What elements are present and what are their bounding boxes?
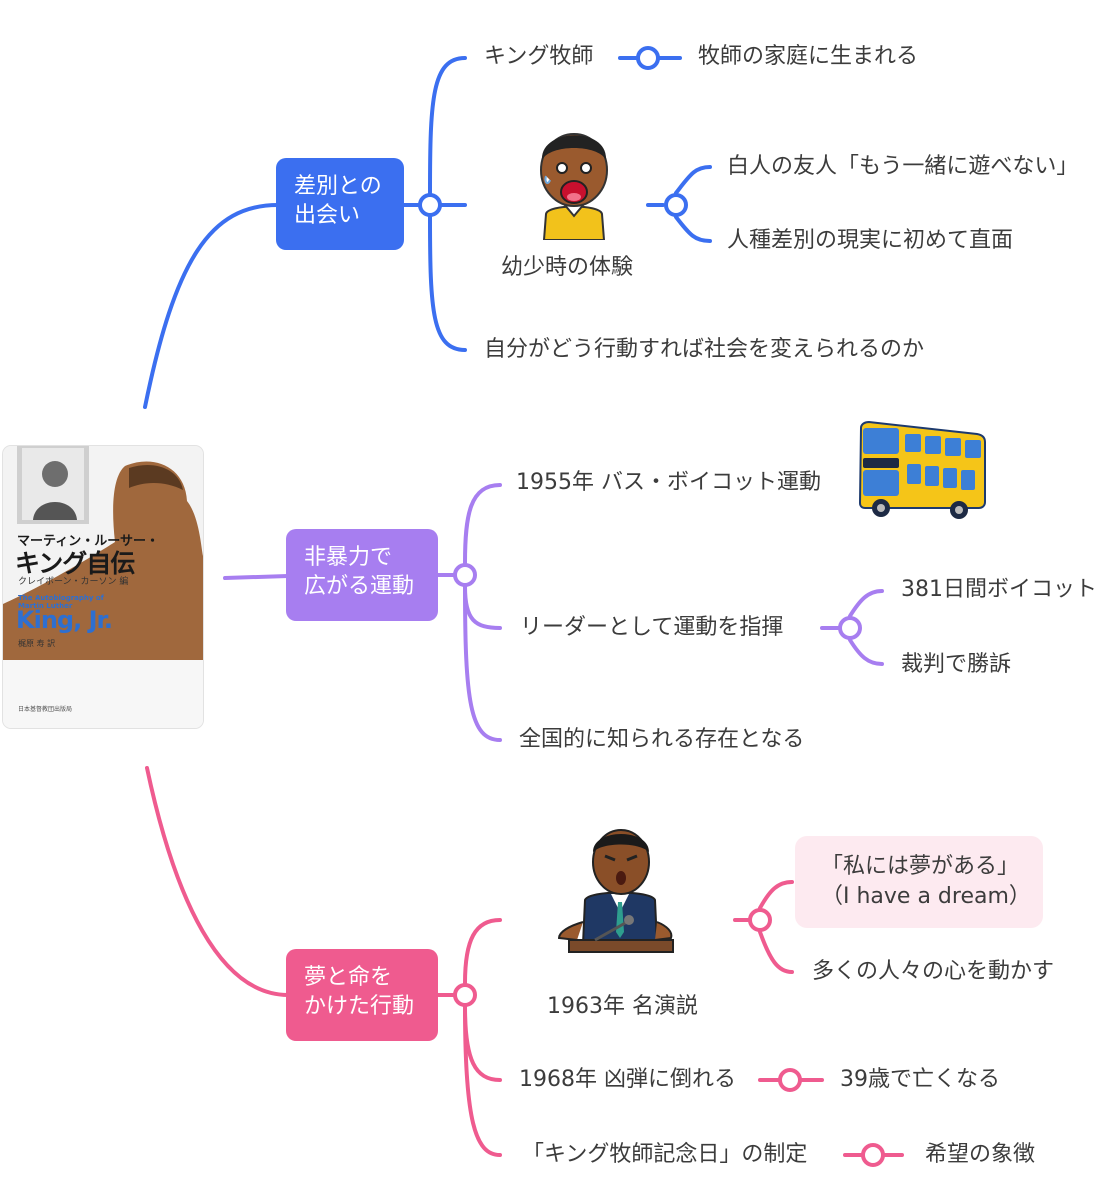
topic-born-pastor-family[interactable]: 牧師の家庭に生まれる [698, 44, 919, 69]
node-dot [453, 563, 477, 587]
topic-king[interactable]: キング牧師 [484, 44, 594, 69]
cover-translator: 梶原 寿 訳 [18, 639, 56, 648]
topic-nationally-known[interactable]: 全国的に知られる存在となる [519, 727, 805, 752]
topic-1963-speech[interactable]: 1963年 名演説 [547, 994, 698, 1019]
node-dot [861, 1143, 885, 1167]
topic-won-in-court[interactable]: 裁判で勝訴 [901, 652, 1012, 677]
quote-i-have-a-dream[interactable]: 「私には夢がある」 （I have a dream） [795, 836, 1043, 928]
quote-line-2: （I have a dream） [821, 884, 1031, 909]
node-dot [418, 193, 442, 217]
links-branch-3 [145, 766, 904, 1157]
quote-line-1: 「私には夢がある」 [821, 854, 1020, 879]
node-dot [636, 46, 660, 70]
links-branch-2 [223, 483, 884, 742]
branch-1-label[interactable]: 差別との 出会い [276, 158, 404, 250]
boy-surprised-icon [540, 133, 608, 240]
topic-first-faced-racism[interactable]: 人種差別の現実に初めて直面 [727, 228, 1014, 253]
topic-1968-shot[interactable]: 1968年 凶弾に倒れる [519, 1067, 736, 1092]
topic-381-days[interactable]: 381日間ボイコット [901, 577, 1097, 602]
topic-mlk-day[interactable]: 「キング牧師記念日」の制定 [522, 1142, 808, 1167]
branch-2-label-line2: 広がる運動 [304, 574, 415, 599]
node-dot [778, 1068, 802, 1092]
node-dot [748, 908, 772, 932]
branch-3-label[interactable]: 夢と命を かけた行動 [286, 949, 438, 1041]
topic-lead-movement[interactable]: リーダーとして運動を指揮 [520, 615, 784, 640]
branch-3-label-line2: かけた行動 [304, 994, 415, 1019]
topic-moved-many-hearts[interactable]: 多くの人々の心を動かす [812, 959, 1055, 984]
cover-title-small: マーティン・ルーサー・ [17, 534, 159, 549]
node-dot [838, 616, 862, 640]
cover-publisher: 日本基督教団出版局 [18, 706, 73, 713]
cover-english-line1: The Autobiography of [18, 594, 104, 602]
topic-white-friend[interactable]: 白人の友人「もう一緒に遊べない」 [727, 154, 1079, 179]
double-decker-bus-icon [858, 420, 986, 519]
branch-2-label-line1: 非暴力で [304, 545, 393, 570]
topic-how-to-change-society[interactable]: 自分がどう行動すれば社会を変えられるのか [484, 337, 925, 362]
cover-editor: クレイボーン・カーソン 編 [18, 577, 129, 587]
cover-english-big: King, Jr. [16, 606, 113, 634]
node-dot [664, 193, 688, 217]
topic-symbol-of-hope[interactable]: 希望の象徴 [925, 1142, 1036, 1167]
topic-bus-boycott[interactable]: 1955年 バス・ボイコット運動 [516, 470, 821, 495]
book-cover: マーティン・ルーサー・ キング自伝 クレイボーン・カーソン 編 The Auto… [3, 446, 203, 728]
branch-3-label-line1: 夢と命を [304, 965, 393, 990]
node-dot [453, 983, 477, 1007]
speaker-at-podium-icon [557, 829, 674, 953]
branch-1-label-line2: 出会い [294, 203, 361, 228]
topic-childhood-experience[interactable]: 幼少時の体験 [501, 255, 634, 280]
topic-died-at-39[interactable]: 39歳で亡くなる [840, 1067, 1000, 1092]
cover-english-line2: Martin Luther [18, 602, 73, 610]
branch-1-label-line1: 差別との [294, 174, 382, 199]
cover-title-big: キング自伝 [15, 549, 135, 578]
branch-2-label[interactable]: 非暴力で 広がる運動 [286, 529, 438, 621]
